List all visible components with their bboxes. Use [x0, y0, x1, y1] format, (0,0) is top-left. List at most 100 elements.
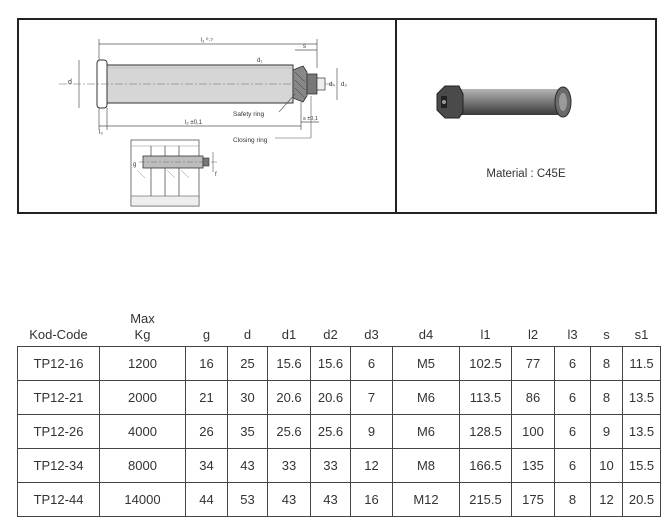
- cell-g: 34: [185, 448, 228, 483]
- cell-l2: 100: [511, 414, 555, 449]
- cell-s1: 13.5: [622, 380, 661, 415]
- cell-s1: 13.5: [622, 414, 661, 449]
- cell-l3: 6: [554, 448, 591, 483]
- cell-l2: 86: [511, 380, 555, 415]
- cell-code: TP12-21: [17, 380, 100, 415]
- cell-s: 10: [590, 448, 623, 483]
- cell-s: 8: [590, 380, 623, 415]
- cell-d: 35: [227, 414, 268, 449]
- cell-d3: 12: [350, 448, 393, 483]
- dim-s1-label: s ±0,1: [303, 116, 318, 122]
- dim-d-label: d: [68, 79, 72, 86]
- cell-g: 16: [185, 346, 228, 381]
- cell-s: 9: [590, 414, 623, 449]
- cell-max-kg: 1200: [99, 346, 186, 381]
- dim-l1-label: l₁ ⁰·⁵: [201, 37, 213, 44]
- dim-l3-label: l₃: [99, 130, 103, 136]
- cell-d: 43: [227, 448, 268, 483]
- col-header-l1: l1: [480, 327, 491, 342]
- cell-g: 44: [185, 482, 228, 517]
- dim-g-label: g: [133, 162, 136, 168]
- cell-l1: 102.5: [459, 346, 512, 381]
- col-header-code: Kod-Code: [29, 327, 88, 342]
- assembly-view: g f: [130, 139, 219, 207]
- cell-l1: 166.5: [459, 448, 512, 483]
- cell-l3: 6: [554, 380, 591, 415]
- cell-l2: 175: [511, 482, 555, 517]
- table-row: TP12-26 4000 26 35 25.6 25.6 9 M6 128.5 …: [17, 414, 661, 449]
- cell-d1: 25.6: [267, 414, 311, 449]
- col-header-d4: d4: [418, 327, 434, 342]
- col-header-s1: s1: [634, 327, 649, 342]
- cell-d4: M5: [392, 346, 460, 381]
- col-header-d: d: [243, 327, 252, 342]
- cell-l1: 113.5: [459, 380, 512, 415]
- figure-panel: l₁ ⁰·⁵ s d d₁ d₄ d₃ l₃ l₂ ±0,1: [17, 18, 657, 214]
- cell-d2: 33: [310, 448, 351, 483]
- dim-s-label: s: [303, 44, 306, 50]
- col-header-d1: d1: [281, 327, 297, 342]
- cell-max-kg: 4000: [99, 414, 186, 449]
- cell-d1: 15.6: [267, 346, 311, 381]
- cell-d3: 16: [350, 482, 393, 517]
- table-row: TP12-44 14000 44 53 43 43 16 M12 215.5 1…: [17, 482, 661, 517]
- dim-l2-label: l₂ ±0,1: [185, 120, 203, 126]
- cell-d1: 20.6: [267, 380, 311, 415]
- safety-ring-label: Safety ring: [233, 111, 264, 118]
- cell-max-kg: 8000: [99, 448, 186, 483]
- cell-max-kg: 14000: [99, 482, 186, 517]
- cell-d: 30: [227, 380, 268, 415]
- cell-d1: 33: [267, 448, 311, 483]
- cell-d2: 43: [310, 482, 351, 517]
- col-header-g: g: [202, 327, 211, 342]
- cell-l3: 6: [554, 414, 591, 449]
- cell-code: TP12-26: [17, 414, 100, 449]
- cell-s: 12: [590, 482, 623, 517]
- cell-l3: 8: [554, 482, 591, 517]
- cell-s: 8: [590, 346, 623, 381]
- cell-d4: M6: [392, 414, 460, 449]
- cell-l1: 215.5: [459, 482, 512, 517]
- cell-d3: 6: [350, 346, 393, 381]
- closing-ring: [306, 73, 318, 95]
- table-row: TP12-16 1200 16 25 15.6 15.6 6 M5 102.5 …: [17, 346, 661, 381]
- cell-d2: 25.6: [310, 414, 351, 449]
- panel-divider: [395, 20, 397, 212]
- cell-s1: 11.5: [622, 346, 661, 381]
- cell-l3: 6: [554, 346, 591, 381]
- dim-f-label: f: [215, 172, 217, 178]
- technical-drawing: l₁ ⁰·⁵ s d d₁ d₄ d₃ l₃ l₂ ±0,1: [59, 37, 347, 207]
- cell-d: 53: [227, 482, 268, 517]
- cell-s1: 15.5: [622, 448, 661, 483]
- closing-ring-label: Closing ring: [233, 137, 268, 144]
- cell-code: TP12-16: [17, 346, 100, 381]
- cell-g: 21: [185, 380, 228, 415]
- cell-d3: 7: [350, 380, 393, 415]
- cell-g: 26: [185, 414, 228, 449]
- col-header-s: s: [603, 327, 610, 342]
- cell-code: TP12-34: [17, 448, 100, 483]
- table-row: TP12-34 8000 34 43 33 33 12 M8 166.5 135…: [17, 448, 661, 483]
- cell-d3: 9: [350, 414, 393, 449]
- safety-ring: [292, 65, 308, 103]
- cell-d1: 43: [267, 482, 311, 517]
- pin-photo: [436, 85, 572, 119]
- cell-l2: 135: [511, 448, 555, 483]
- cell-d4: M6: [392, 380, 460, 415]
- dim-d3-label: d₃: [341, 82, 347, 88]
- col-header-l3: l3: [567, 327, 578, 342]
- dim-d4-label: d₄: [329, 82, 335, 88]
- cell-s1: 20.5: [622, 482, 661, 517]
- dim-d1-label: d₁: [257, 58, 262, 64]
- material-label: Material : C45E: [486, 168, 566, 180]
- cell-d4: M12: [392, 482, 460, 517]
- col-header-d2: d2: [323, 327, 338, 342]
- cell-d4: M8: [392, 448, 460, 483]
- cell-max-kg: 2000: [99, 380, 186, 415]
- cell-d: 25: [227, 346, 268, 381]
- cell-d2: 15.6: [310, 346, 351, 381]
- cell-l2: 77: [511, 346, 555, 381]
